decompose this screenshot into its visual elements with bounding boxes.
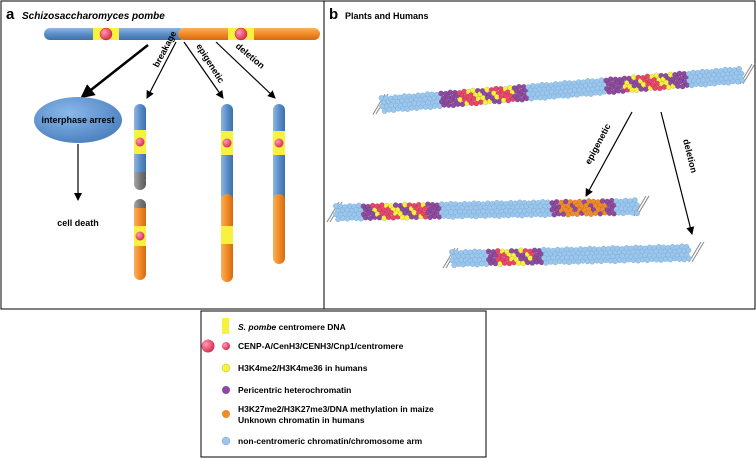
legend-swatch-yellow	[221, 363, 231, 373]
legend-label-pericentric: Pericentric heterochromatin	[238, 385, 351, 395]
epigenetic-chromosome-a	[221, 104, 233, 282]
legend-label-cenpa: CENP-A/CenH3/CENH3/Cnp1/centromere	[238, 341, 404, 351]
legend-label-unknown: Unknown chromatin in humans	[238, 415, 365, 425]
breakage-arrow	[146, 41, 177, 99]
panel-b-letter: b	[329, 6, 338, 23]
legend-item-arm: non-centromeric chromatin/chromosome arm	[221, 436, 423, 446]
legend-label-h3k27: H3K27me2/H3K27me3/DNA methylation in mai…	[238, 404, 434, 414]
legend-swatch-orange	[222, 410, 230, 418]
cell-death-label: cell death	[57, 218, 99, 228]
legend-swatch-yellow-bar	[222, 318, 229, 334]
breakage-fragment-top	[134, 104, 146, 190]
chromatin-fiber-deletion	[442, 241, 705, 269]
legend-label-centromere-dna: centromere DNA	[276, 322, 345, 332]
panel-b-title: Plants and Humans	[345, 11, 429, 21]
legend-box	[200, 310, 487, 458]
legend-item-cenpa: CENP-A/CenH3/CENH3/Cnp1/centromere	[201, 339, 404, 353]
epigenetic-arrow-b	[585, 111, 633, 197]
breakage-fragment-bottom	[134, 199, 146, 280]
chromatin-fiber-epigenetic	[326, 195, 650, 223]
legend-item-h3k27: H3K27me2/H3K27me3/DNA methylation in mai…	[222, 404, 434, 425]
deletion-chromosome-a	[273, 104, 285, 264]
deletion-arrow-b	[660, 111, 695, 235]
panel-a-title: Schizosaccharomyces pombe	[22, 11, 165, 22]
legend-swatch-blue	[221, 436, 231, 446]
legend-swatch-red-small	[222, 342, 230, 350]
arrest-arrow	[80, 44, 149, 99]
legend-swatch-purple	[222, 386, 230, 394]
svg-text:S. pombe centromere DNA: S. pombe centromere DNA	[238, 322, 346, 332]
legend-label-h3k4: H3K4me2/H3K4me36 in humans	[238, 363, 368, 373]
interphase-arrest-label: interphase arrest	[41, 115, 114, 125]
legend-label-centromere-dna-italic: S. pombe	[238, 322, 277, 332]
legend-item-h3k4: H3K4me2/H3K4me36 in humans	[221, 363, 368, 373]
legend-label-arm: non-centromeric chromatin/chromosome arm	[238, 436, 423, 446]
panel-b-frame	[323, 0, 756, 310]
epigenetic-arrow-a	[183, 41, 224, 99]
legend-item-pericentric: Pericentric heterochromatin	[222, 385, 351, 395]
deletion-label-b: deletion	[681, 138, 699, 174]
interphase-arrest-ellipse	[34, 97, 122, 143]
panel-a-letter: a	[6, 6, 15, 23]
deletion-arrow-a	[215, 41, 276, 99]
legend-item-centromere-dna: S. pombe centromere DNA	[222, 318, 346, 334]
legend-swatch-red-large	[201, 339, 215, 353]
pombe-chromosome	[44, 27, 320, 41]
epigenetic-label-b: epigenetic	[583, 122, 613, 166]
deletion-label-a: deletion	[234, 41, 267, 71]
chromatin-fiber-top	[372, 63, 756, 115]
